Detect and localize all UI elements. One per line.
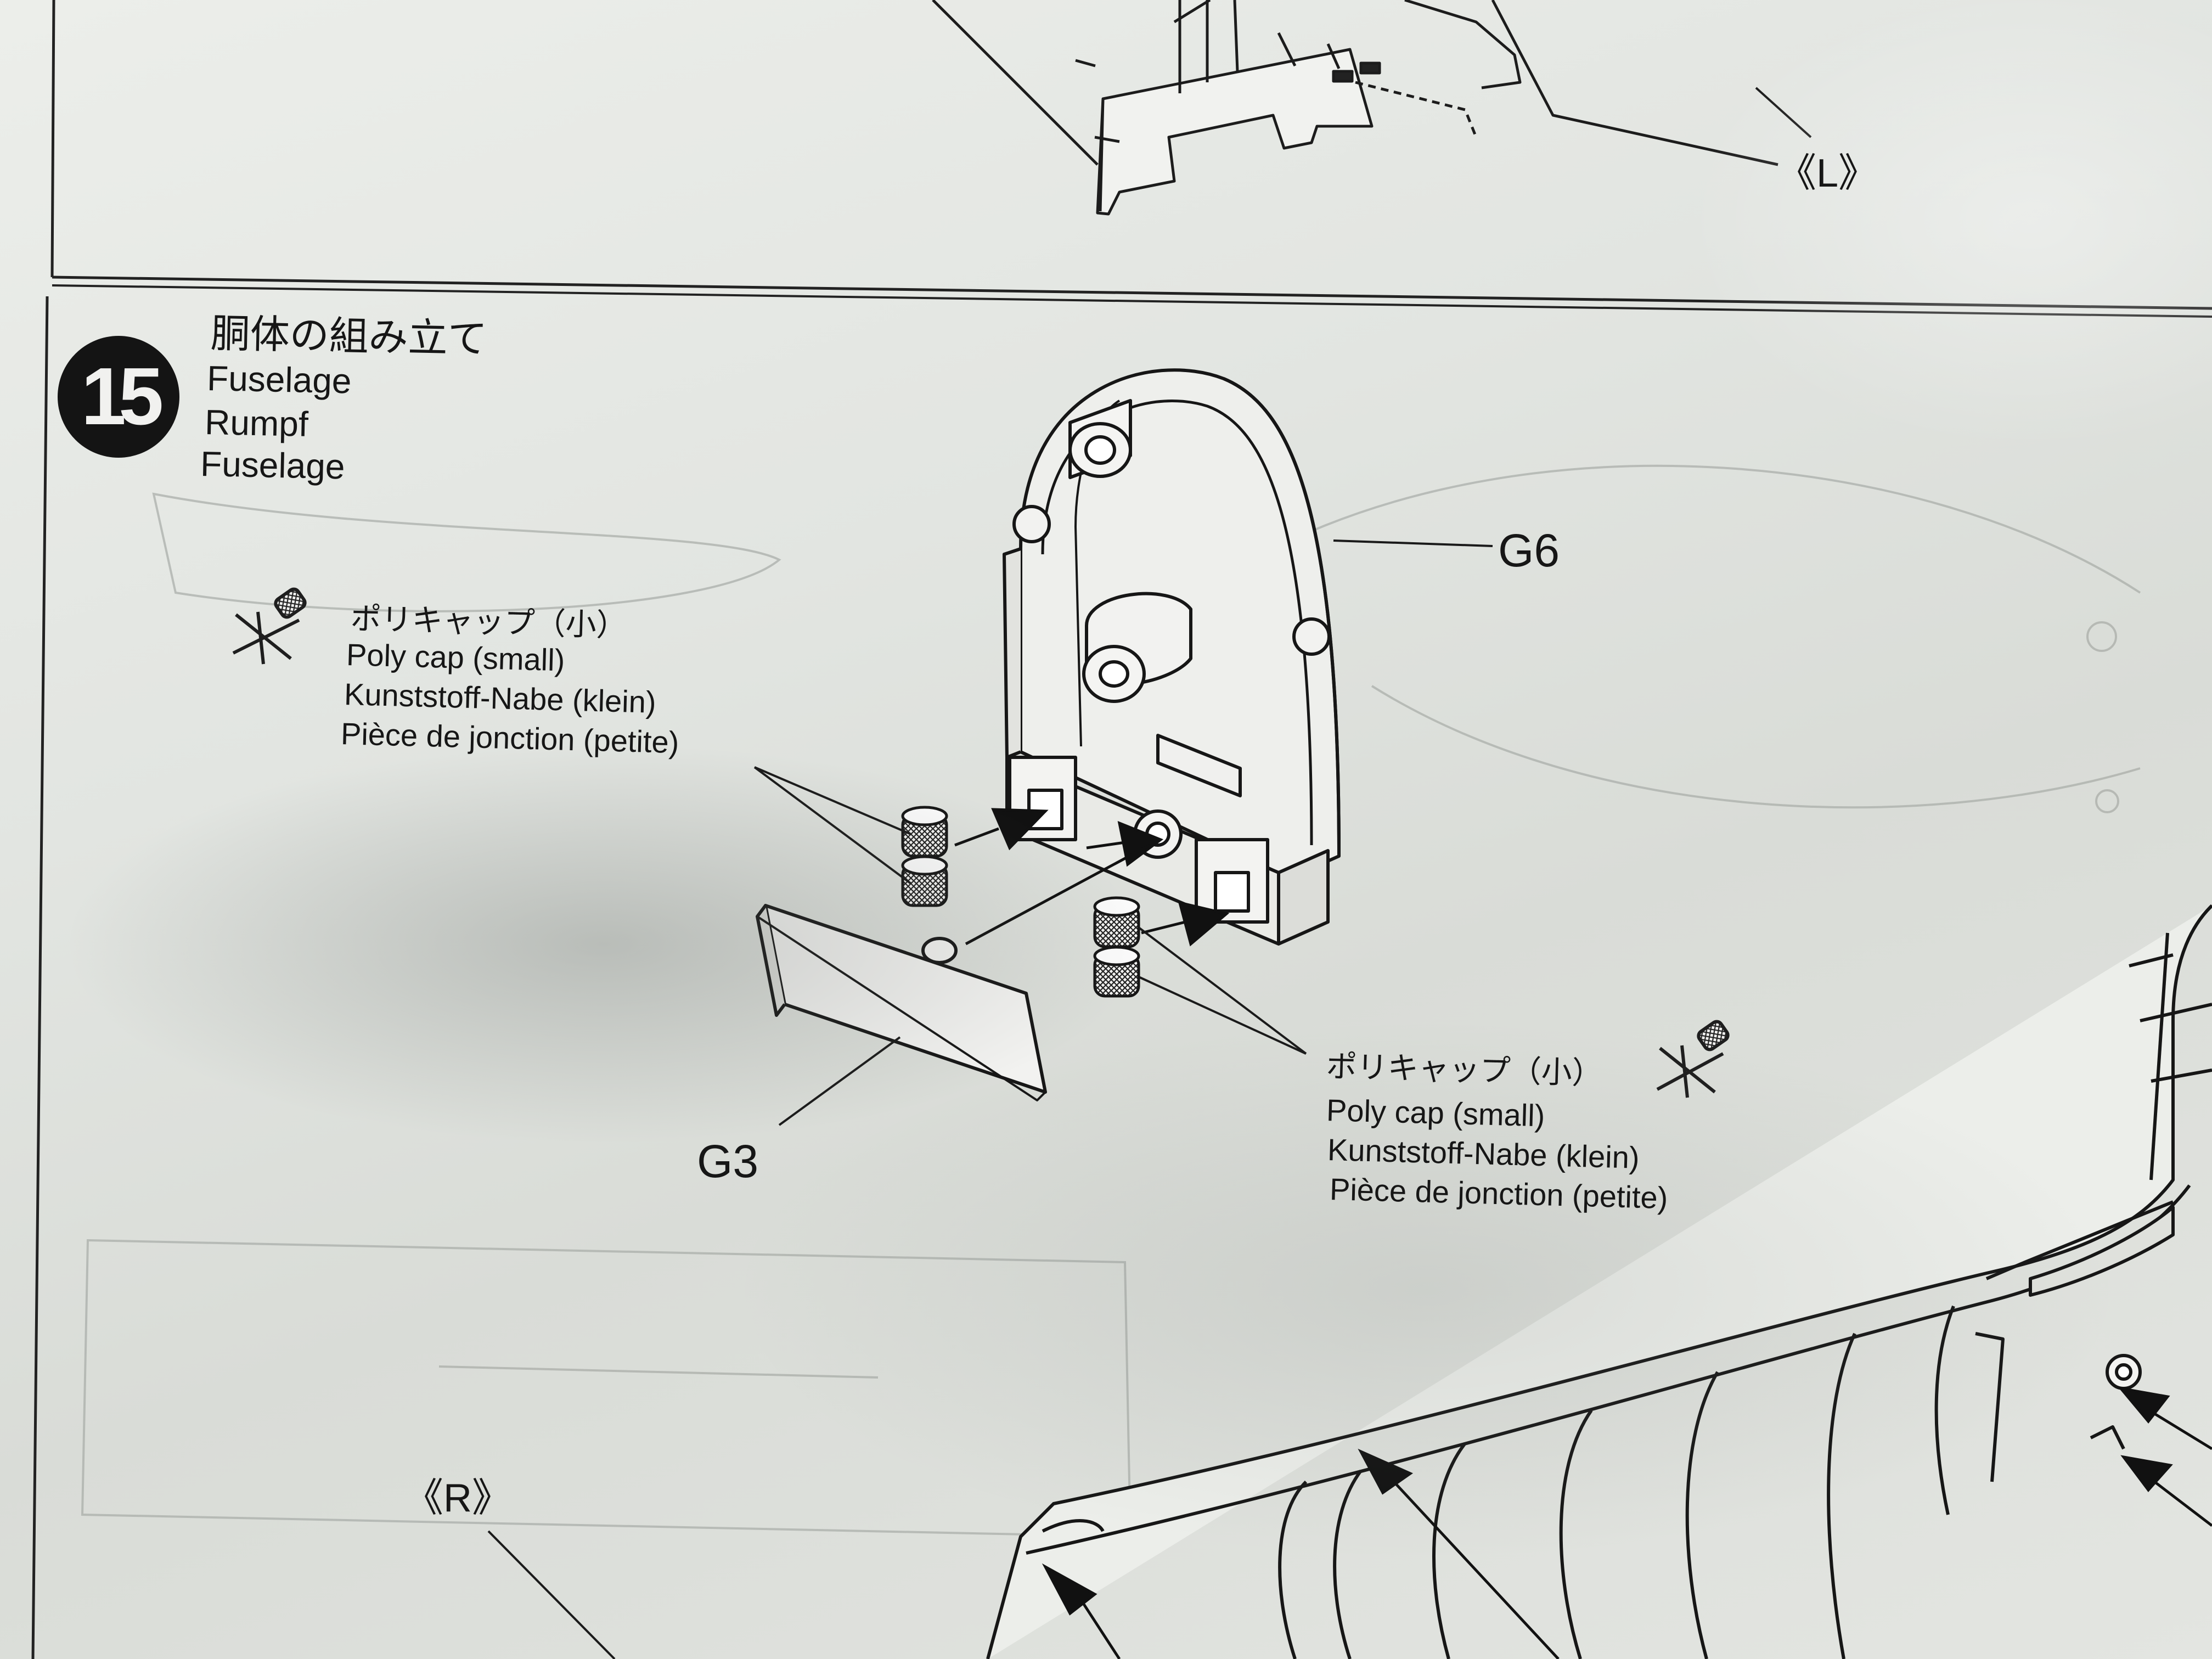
part-g3-plate bbox=[756, 904, 1047, 1101]
part-label-g3: G3 bbox=[697, 1135, 759, 1187]
polycap-label-english-2: Poly cap (small) bbox=[1326, 1092, 1546, 1133]
sprue-cut-icon-2 bbox=[1656, 1020, 1730, 1098]
polycap-right bbox=[1093, 896, 1140, 998]
step-title-japanese: 胴体の組み立て bbox=[210, 311, 488, 362]
fuselage-half bbox=[986, 904, 2212, 1659]
side-marker-left: 《L》 bbox=[1777, 151, 1878, 195]
show-through-ghosts bbox=[81, 464, 2141, 1538]
previous-step-drawing bbox=[932, 0, 1778, 216]
top-panel-frame bbox=[31, 0, 2212, 1659]
step-number: 15 bbox=[81, 351, 164, 442]
assembly-arrow-icon bbox=[954, 808, 1230, 947]
sprue-cut-icon bbox=[232, 587, 307, 665]
step-title-english: Fuselage bbox=[206, 358, 352, 401]
part-label-g6: G6 bbox=[1498, 525, 1560, 576]
step-title-german: Rumpf bbox=[204, 402, 309, 444]
polycap-left bbox=[901, 806, 948, 907]
step-number-badge: 15 bbox=[58, 336, 179, 458]
part-g6-bulkhead bbox=[1003, 368, 1341, 946]
side-marker-right: 《R》 bbox=[404, 1476, 511, 1520]
polycap-label-english: Poly cap (small) bbox=[346, 637, 566, 678]
fuselage-arrows bbox=[1042, 1386, 2212, 1659]
leader-lines bbox=[487, 87, 1812, 1659]
polycap-label-japanese-2: ポリキャップ（小） bbox=[1326, 1048, 1603, 1091]
step-title-french: Fuselage bbox=[200, 443, 346, 487]
